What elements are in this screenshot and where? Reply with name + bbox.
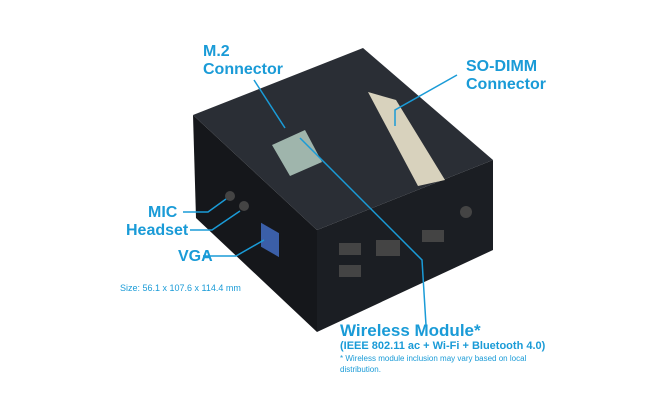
wireless-module-note: * Wireless module inclusion may vary bas…	[340, 354, 527, 374]
wireless-module-title: Wireless Module*	[340, 321, 481, 340]
pc-left-side	[193, 115, 317, 332]
m2-label-line2: Connector	[203, 61, 283, 78]
m2-label-line1: M.2	[203, 43, 230, 60]
sodimm-label-line1: SO-DIMM	[466, 58, 538, 75]
size-label: Size: 56.1 x 107.6 x 114.4 mm	[120, 283, 241, 293]
pc-right-side	[317, 160, 493, 332]
wireless-card	[272, 130, 322, 176]
memory-module	[368, 92, 445, 186]
wireless-module-spec: (IEEE 802.11 ac + Wi-Fi + Bluetooth 4.0)	[340, 340, 546, 352]
sodimm-label-line2: Connector	[466, 76, 546, 93]
mic-label: MIC	[148, 204, 178, 221]
headset-label: Headset	[126, 222, 189, 239]
callout-lines	[183, 74, 458, 326]
vga-label: VGA	[178, 248, 213, 265]
ports	[225, 191, 472, 277]
